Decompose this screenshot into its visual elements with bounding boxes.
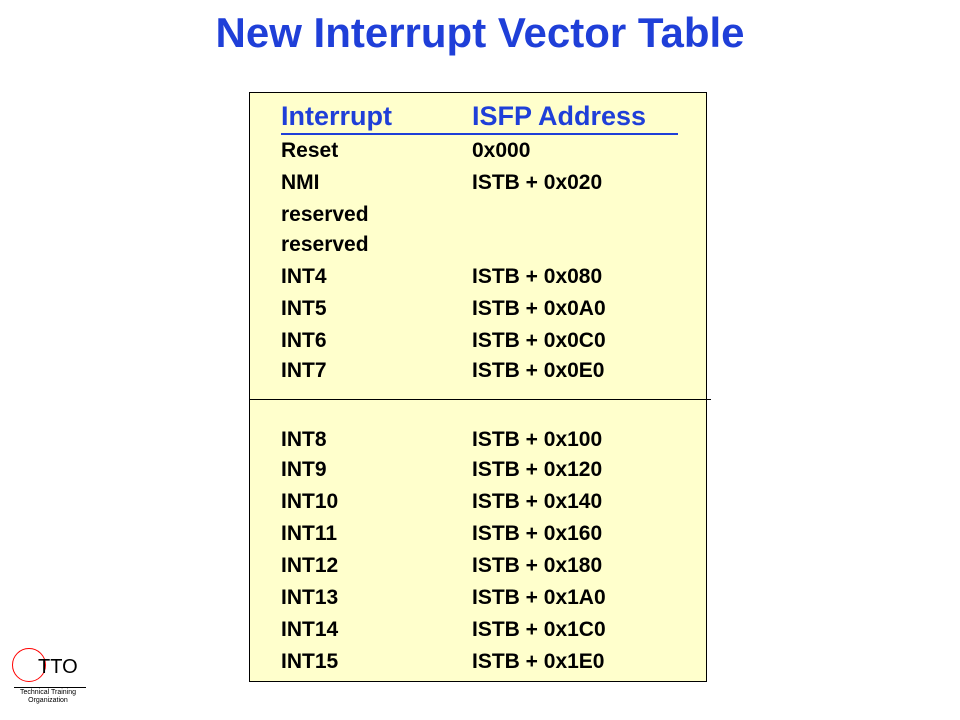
interrupt-name: INT7 (281, 359, 327, 382)
table-row: INT5 ISTB + 0x0A0 (281, 293, 701, 325)
isfp-address: ISTB + 0x140 (472, 490, 603, 513)
logo-circle-icon (12, 648, 46, 682)
isfp-address: ISTB + 0x080 (472, 265, 603, 288)
interrupt-name: INT12 (281, 554, 339, 577)
isfp-address: ISTB + 0x1E0 (472, 650, 605, 673)
isfp-address: ISTB + 0x160 (472, 522, 603, 545)
table-row: INT6 ISTB + 0x0C0 (281, 325, 701, 357)
logo-mark: TTO (38, 656, 78, 678)
table-row: INT14 ISTB + 0x1C0 (281, 614, 701, 646)
isfp-address: ISTB + 0x0C0 (472, 329, 606, 352)
isfp-address: 0x000 (472, 139, 531, 162)
tto-logo: TTO Technical Training Organization (8, 648, 88, 714)
interrupt-name: INT8 (281, 428, 327, 451)
header-isfp-address: ISFP Address (472, 101, 647, 131)
interrupt-name: NMI (281, 171, 320, 194)
interrupt-name: INT4 (281, 265, 327, 288)
table-row: INT4 ISTB + 0x080 (281, 261, 701, 293)
table-row: Reset 0x000 (281, 135, 701, 167)
isfp-address: ISTB + 0x1A0 (472, 586, 606, 609)
table-row: reserved (281, 199, 701, 231)
table-row: INT12 ISTB + 0x180 (281, 550, 701, 582)
interrupt-name: INT6 (281, 329, 327, 352)
isfp-address: ISTB + 0x120 (472, 458, 603, 481)
table-row: INT15 ISTB + 0x1E0 (281, 646, 701, 678)
isfp-address: ISTB + 0x0E0 (472, 359, 605, 382)
table-row: reserved (281, 229, 701, 261)
logo-rule (14, 687, 86, 688)
table-row: INT9 ISTB + 0x120 (281, 454, 701, 486)
table-row: INT11 ISTB + 0x160 (281, 518, 701, 550)
table-row: NMI ISTB + 0x020 (281, 167, 701, 199)
table-row: INT8 ISTB + 0x100 (281, 424, 701, 456)
interrupt-name: INT11 (281, 522, 338, 545)
table-divider (249, 399, 711, 400)
isfp-address: ISTB + 0x100 (472, 428, 603, 451)
header-interrupt: Interrupt (281, 101, 392, 131)
interrupt-name: reserved (281, 203, 369, 226)
isfp-address: ISTB + 0x020 (472, 171, 603, 194)
interrupt-name: reserved (281, 233, 369, 256)
interrupt-name: INT5 (281, 297, 327, 320)
isfp-address: ISTB + 0x180 (472, 554, 603, 577)
isfp-address: ISTB + 0x1C0 (472, 618, 606, 641)
interrupt-name: INT15 (281, 650, 339, 673)
header-underline (281, 133, 678, 135)
isfp-address: ISTB + 0x0A0 (472, 297, 606, 320)
interrupt-name: INT10 (281, 490, 339, 513)
table-row: INT10 ISTB + 0x140 (281, 486, 701, 518)
interrupt-name: INT14 (281, 618, 339, 641)
logo-subtitle-line2: Organization (28, 697, 68, 704)
logo-subtitle: Technical Training Organization (8, 689, 88, 705)
interrupt-name: Reset (281, 139, 339, 162)
logo-subtitle-line1: Technical Training (19, 689, 77, 696)
table-row: INT7 ISTB + 0x0E0 (281, 355, 701, 387)
vector-table-panel (249, 92, 707, 682)
slide-title: New Interrupt Vector Table (215, 9, 745, 56)
table-row: INT13 ISTB + 0x1A0 (281, 582, 701, 614)
interrupt-name: INT13 (281, 586, 339, 609)
interrupt-name: INT9 (281, 458, 327, 481)
